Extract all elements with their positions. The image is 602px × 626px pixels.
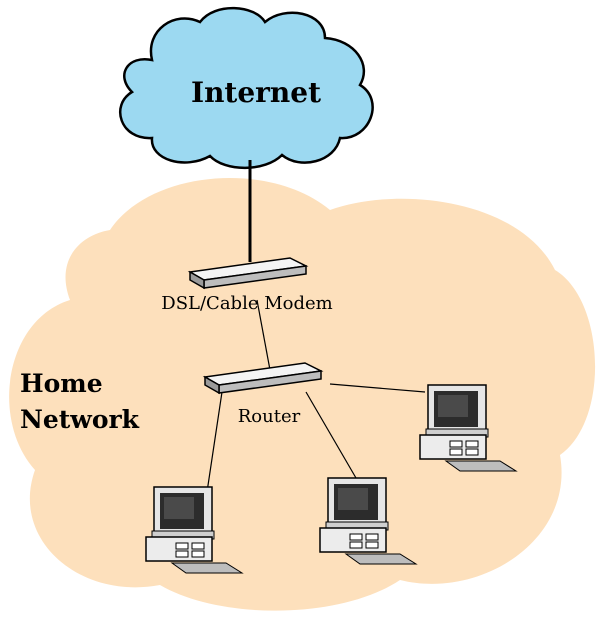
home-network-label-line1: Home [20,369,103,398]
modem-label: DSL/Cable Modem [161,293,332,314]
router-label: Router [238,406,301,427]
router-center-link [305,391,357,479]
internet-cloud [119,6,374,170]
router-left-link [206,391,223,493]
home-network-label-line2: Network [20,405,140,434]
modem-router-link [256,299,271,371]
internet-label: Internet [191,76,321,109]
router-right-link [329,383,426,393]
